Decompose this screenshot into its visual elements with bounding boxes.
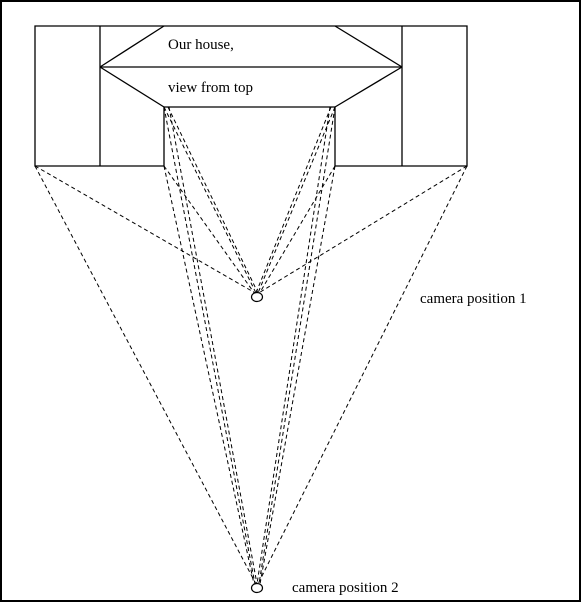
house-diagonal-upper-right	[334, 25, 403, 68]
sight-line	[256, 165, 468, 295]
house-label-line2: view from top	[168, 80, 253, 96]
house-diagonal-upper-left	[99, 25, 165, 68]
house-outline	[34, 25, 468, 167]
sight-line	[257, 106, 336, 294]
house-label-line1: Our house,	[168, 37, 234, 53]
sight-line	[258, 106, 336, 585]
camera1-label: camera position 1	[420, 291, 527, 307]
sight-line	[168, 106, 258, 585]
sight-line	[255, 106, 332, 294]
camera2-marker	[250, 582, 264, 594]
sight-line	[256, 106, 331, 585]
sight-line	[34, 165, 257, 585]
house-diagonal-lower-left	[99, 66, 165, 108]
sight-line	[259, 165, 336, 585]
sight-line	[34, 165, 258, 295]
sight-line	[258, 165, 336, 295]
sight-line	[163, 165, 255, 585]
sight-line	[163, 165, 256, 295]
camera2-label: camera position 2	[292, 580, 399, 596]
house-diagonal-lower-right	[334, 66, 403, 108]
camera1-marker	[250, 291, 264, 303]
camera1-sight-lines	[34, 106, 468, 295]
sight-line	[257, 165, 468, 585]
sight-line	[163, 106, 256, 585]
sight-line	[163, 106, 257, 294]
camera2-sight-lines	[34, 106, 468, 585]
